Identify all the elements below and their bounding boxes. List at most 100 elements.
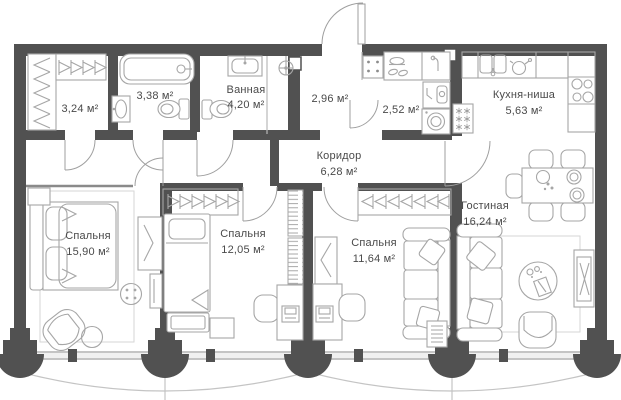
window-mullion <box>206 349 215 362</box>
double-bed <box>29 201 119 291</box>
room-area: 2,96 м² <box>311 93 348 105</box>
bedroom-master-furniture <box>27 187 163 352</box>
room-area: 3,24 м² <box>61 103 98 115</box>
pouf <box>80 325 104 349</box>
bath-small-door <box>132 139 164 171</box>
wardrobe-cabinet <box>137 216 163 271</box>
room-area: 11,64 м² <box>353 253 396 265</box>
wall-bedroom2-north <box>160 183 243 191</box>
coat-hook-icon <box>430 55 439 71</box>
bedroom-middle-furniture <box>162 188 304 341</box>
wall-bath-bathroom <box>190 56 200 132</box>
wall-wardrobe-bath <box>108 56 118 132</box>
kitchen-fixtures <box>452 51 596 134</box>
bedroom2-door <box>242 186 278 222</box>
pillow <box>45 246 68 281</box>
pillow <box>418 238 446 266</box>
entry-door <box>321 2 366 45</box>
wall-storage-south <box>382 130 452 140</box>
pillow <box>466 297 494 325</box>
room-area: 5,63 м² <box>505 105 542 117</box>
room-labels: 3,24 м² 3,38 м² Ванная 4,20 м² 2,96 м² 2… <box>61 84 555 265</box>
hanger-icons <box>32 57 107 129</box>
room-area: 2,52 м² <box>382 104 419 116</box>
shoe-cabinet-icon <box>362 55 384 79</box>
bathtub-icon <box>119 53 195 85</box>
toilet-icon <box>157 98 190 120</box>
entry-hall-fixtures <box>362 55 384 79</box>
fridge-icon <box>452 103 474 134</box>
column <box>573 328 621 378</box>
desk-chair <box>253 294 280 323</box>
wall-corridor-north <box>26 130 65 140</box>
room-name: Гостиная <box>461 200 509 212</box>
wall-bathroom-hall <box>288 56 300 132</box>
walls <box>14 44 607 340</box>
room-area: 15,90 м² <box>66 246 110 258</box>
magazine-rack <box>426 320 448 348</box>
side-table <box>119 282 143 306</box>
dining-set <box>505 149 594 222</box>
wall-bedroom2-bedroom3 <box>302 183 313 340</box>
desk-set <box>253 284 304 341</box>
wall-right <box>595 44 607 340</box>
pillow <box>45 206 68 241</box>
room-area: 6,28 м² <box>320 166 357 178</box>
room-area: 16,24 м² <box>463 216 507 228</box>
window-mullion <box>354 349 363 362</box>
bathroom-door <box>196 139 234 177</box>
closet <box>162 188 240 216</box>
wall-top-left <box>14 44 322 56</box>
wall-left <box>14 44 26 340</box>
armchair <box>518 311 557 349</box>
tv-stand <box>573 249 595 308</box>
room-area: 3,38 м² <box>136 90 173 102</box>
wall-bedroom2-north <box>277 183 322 191</box>
kitchen-sink-icon <box>479 54 507 77</box>
wardrobe-room-fixtures <box>27 53 107 131</box>
bedside-cabinet <box>166 312 210 333</box>
pillow <box>466 241 496 271</box>
storage-fixtures <box>383 51 451 135</box>
wall-corridor-north <box>233 130 320 140</box>
closet <box>357 188 452 216</box>
utility-shaft <box>288 56 302 71</box>
window-mullion <box>68 349 77 362</box>
bathroom-fixtures <box>201 55 294 120</box>
pillow <box>168 218 206 240</box>
lounge-chair <box>42 308 86 352</box>
shelving-unit <box>287 189 304 285</box>
room-name: Кухня-ниша <box>493 89 556 101</box>
dresser <box>209 317 235 339</box>
wall-corridor-north <box>95 130 133 140</box>
water-heater-icon <box>426 85 448 104</box>
desk-set <box>312 283 366 341</box>
living-door <box>444 140 491 187</box>
coffee-table <box>518 261 558 301</box>
single-bed <box>163 213 211 313</box>
corner-cabinet <box>27 187 51 206</box>
sink-icon <box>111 95 131 123</box>
room-name: Спальня <box>351 237 397 249</box>
bedroom1-door <box>134 157 164 187</box>
kettle-icon <box>509 57 533 76</box>
tv-shelf <box>149 273 163 309</box>
room-name: Ванная <box>227 84 266 96</box>
bedroom-right-furniture <box>312 188 452 348</box>
window-mullion <box>499 349 508 362</box>
room-area: 4,20 м² <box>227 99 264 111</box>
washing-machine-icon <box>421 108 451 135</box>
hat-shoes-icon <box>388 56 408 77</box>
wardrobe-door <box>64 139 96 171</box>
room-name: Спальня <box>220 228 266 240</box>
desk-chair <box>338 293 366 322</box>
sofa <box>456 223 503 342</box>
wall-corridor-north <box>163 130 197 140</box>
bedroom3-door <box>323 186 359 222</box>
room-name: Спальня <box>65 230 111 242</box>
room-area: 12,05 м² <box>221 244 265 256</box>
sink-icon <box>227 55 263 77</box>
stove-icon <box>571 78 594 103</box>
